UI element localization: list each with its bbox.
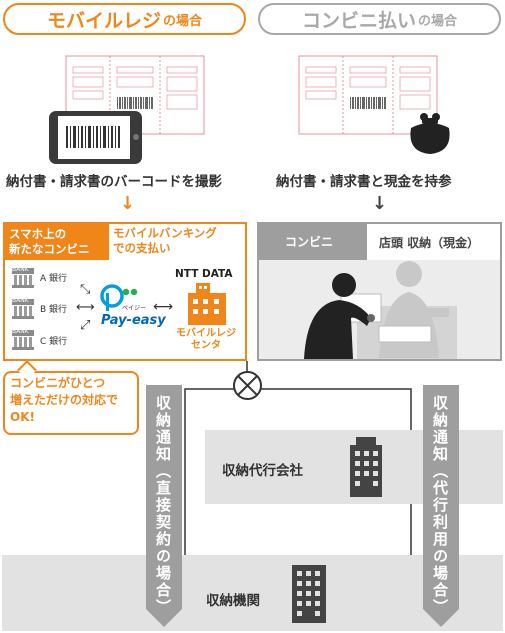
arrow-down-dark-icon: ↓ [372,193,388,214]
orange-building-icon [188,283,226,325]
purse-icon [410,113,450,154]
arrow-diagonal-c-icon: ⤢ [80,318,91,333]
institution-label: 収納機関 [206,593,260,609]
left-notification-label: 収納通知（直接契約の場合） [154,395,172,616]
payeasy-small: ペイジー [122,305,147,312]
right-notification-label: 収納通知（代行利用の場合） [431,395,449,616]
bank-icon-b [12,299,34,319]
callout-text: コンビニがひとつ 増えただけの対応で OK! [10,376,119,424]
agency-label: 収納代行会社 [222,463,303,479]
conbini-caption: 納付書・請求書と現金を持参 [276,174,452,190]
bank-icon-c [12,330,34,350]
bank-a-label: A 銀行 [40,274,68,284]
arrow-diagonal-a-icon: ⤡ [80,282,91,297]
bank-icon-label-c: BANK [12,328,29,335]
right-notification-arrow [423,385,459,627]
bank-icon-label-a: BANK [12,266,29,273]
bank-icon-a [12,268,34,288]
box-title: スマホ上の 新たなコンビニ [5,224,109,260]
arrow-horizontal-b-icon: ⟷ [76,300,95,315]
arrow-payeasy-center-icon: ⟷ [153,299,174,315]
store-payment-label: 店頭 収納（現金） [379,236,480,250]
smartphone-barcode-icon [49,111,142,164]
agency-building-icon [350,437,382,497]
payeasy-label: Pay-easy [101,313,166,328]
institution-building-icon [292,565,326,623]
pay-easy-logo-icon [100,284,138,311]
blocked-x-icon [233,371,262,400]
tab-convenience-store: コンビニ払いの場合 [258,3,501,35]
store-clerk-scene-icon [304,261,457,359]
left-notification-arrow [146,385,182,627]
arrow-down-orange-icon: ↓ [120,193,136,214]
institution-band [2,555,503,631]
box-subtitle: モバイルバンキング での支払い [113,226,217,255]
bank-c-label: C 銀行 [40,337,68,347]
bank-b-label: B 銀行 [40,305,68,315]
conbini-box: コンビニ 店頭 収納（現金） [257,222,502,361]
invoice-document-right [298,55,438,135]
mobile-caption: 納付書・請求書のバーコードを撮影 [6,174,222,190]
nttdata-logo: NTT DATA [175,268,233,280]
bank-icon-label-b: BANK [12,297,29,304]
conbini-label: コンビニ [259,224,367,260]
callout-box [3,371,139,435]
mobile-register-center: モバイルレジ センタ [176,328,236,351]
tab-mobile-register: モバイルレジの場合 [3,3,246,35]
